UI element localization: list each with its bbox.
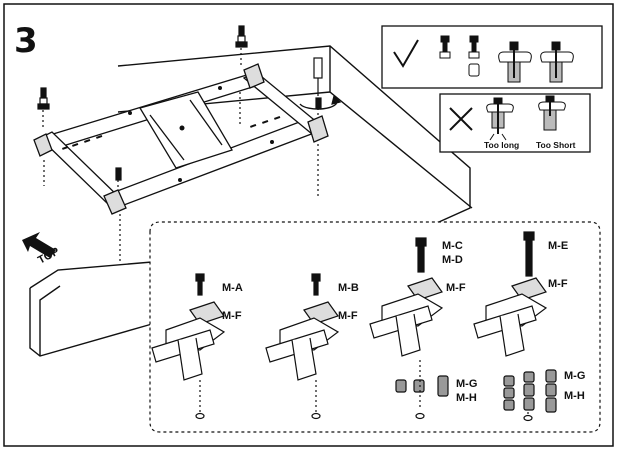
part-label-spacer: M-H (564, 390, 585, 402)
wall-anchor-icon (498, 41, 532, 83)
screw-icon (468, 35, 480, 77)
spacer-icon (395, 379, 407, 393)
screw-icon (37, 87, 50, 110)
part-label-spacer: M-H (456, 392, 477, 404)
too-short-label: Too Short (536, 140, 576, 150)
bracket-screws (37, 25, 322, 262)
screw-icon (315, 97, 322, 109)
detail-config-2 (265, 273, 340, 420)
cross-mark-icon (449, 107, 473, 131)
too-long-screw-icon (486, 97, 514, 141)
part-label-spacer: M-G (456, 378, 478, 390)
part-label-washer: M-F (446, 282, 466, 294)
wall-anchor-icon (540, 41, 574, 83)
mounting-bracket (33, 63, 329, 215)
part-label-washer: M-F (338, 310, 358, 322)
detail-config-4 (473, 231, 557, 422)
part-label-washer: M-F (222, 310, 242, 322)
detail-config-1 (151, 273, 226, 420)
part-label-screw: M-D (442, 254, 463, 266)
part-label-washer: M-F (548, 278, 568, 290)
spacer-stack-icon (523, 371, 535, 411)
step-number: 3 (14, 21, 38, 61)
screwdriver-icon (299, 57, 342, 110)
spacer-icon (437, 375, 449, 397)
too-short-screw-icon (538, 95, 566, 131)
too-long-label: Too long (484, 140, 520, 150)
correct-panel (381, 25, 603, 89)
part-label-spacer: M-G (564, 370, 586, 382)
part-label-screw: M-A (222, 282, 243, 294)
outer-border (3, 3, 614, 447)
spacer-stack-icon (545, 369, 557, 413)
screw-icon (235, 25, 248, 48)
part-label-screw: M-C (442, 240, 463, 252)
detail-config-3 (369, 237, 449, 420)
check-mark-icon (393, 39, 419, 68)
screw-icon (115, 167, 122, 181)
spacer-stack-icon (503, 375, 515, 411)
spacer-icon (413, 379, 425, 393)
part-label-screw: M-B (338, 282, 359, 294)
incorrect-panel (439, 93, 591, 153)
part-label-screw: M-E (548, 240, 569, 252)
screw-icon (439, 35, 451, 59)
top-arrow-icon (22, 232, 56, 258)
